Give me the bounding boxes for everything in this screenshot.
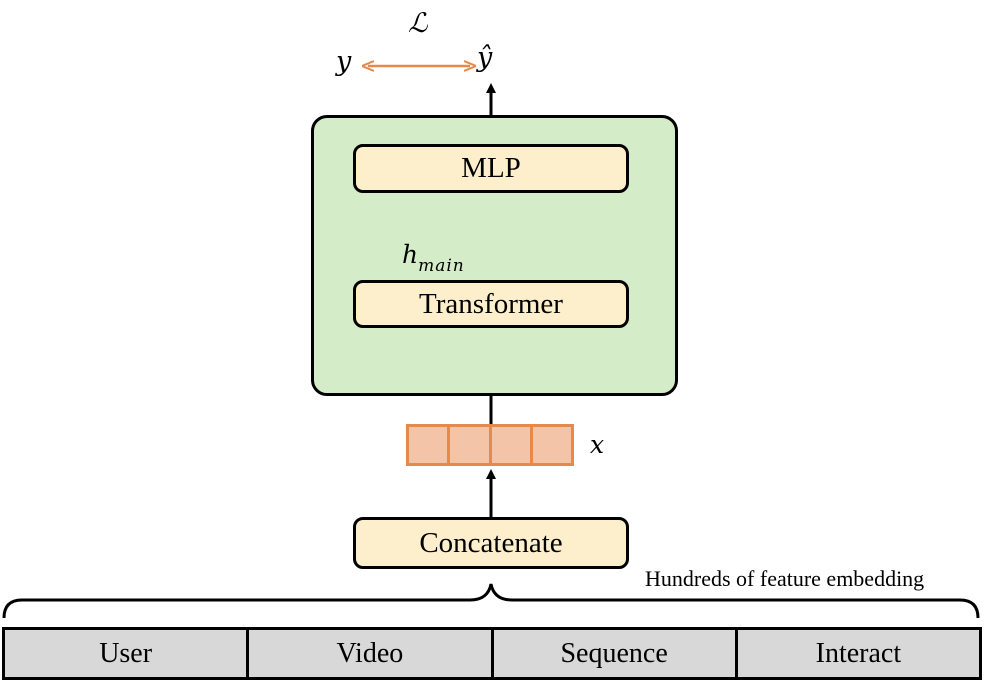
vector-cell bbox=[409, 427, 451, 463]
feature-label: User bbox=[99, 637, 153, 669]
mlp-block: MLP bbox=[353, 144, 629, 193]
input-vector-x bbox=[406, 424, 574, 466]
mlp-label: MLP bbox=[461, 152, 521, 184]
feature-video: Video bbox=[249, 630, 494, 677]
vector-cell bbox=[492, 427, 533, 463]
transformer-label: Transformer bbox=[419, 287, 563, 320]
h-main-label: hmain bbox=[402, 240, 465, 276]
concatenate-label: Concatenate bbox=[419, 526, 563, 559]
vector-cell bbox=[450, 427, 492, 463]
feature-label: Video bbox=[336, 637, 404, 669]
brace-caption: Hundreds of feature embedding bbox=[645, 566, 925, 591]
vector-cell bbox=[533, 427, 571, 463]
concatenate-block: Concatenate bbox=[353, 517, 629, 569]
feature-user: User bbox=[5, 630, 250, 677]
feature-brace bbox=[2, 583, 980, 619]
feature-label: Sequence bbox=[560, 637, 668, 669]
feature-interact: Interact bbox=[738, 630, 979, 677]
feature-embedding-row: User Video Sequence Interact bbox=[2, 627, 982, 680]
feature-sequence: Sequence bbox=[494, 630, 738, 677]
prediction-y-hat-label: ŷ bbox=[477, 42, 493, 73]
feature-label: Interact bbox=[815, 637, 902, 669]
transformer-block: Transformer bbox=[353, 280, 629, 328]
loss-label: ℒ bbox=[408, 8, 428, 39]
h-main-base: h bbox=[402, 240, 419, 269]
target-y-label: y bbox=[336, 46, 352, 77]
h-main-subscript: main bbox=[418, 256, 465, 276]
vector-x-label: x bbox=[590, 430, 605, 459]
